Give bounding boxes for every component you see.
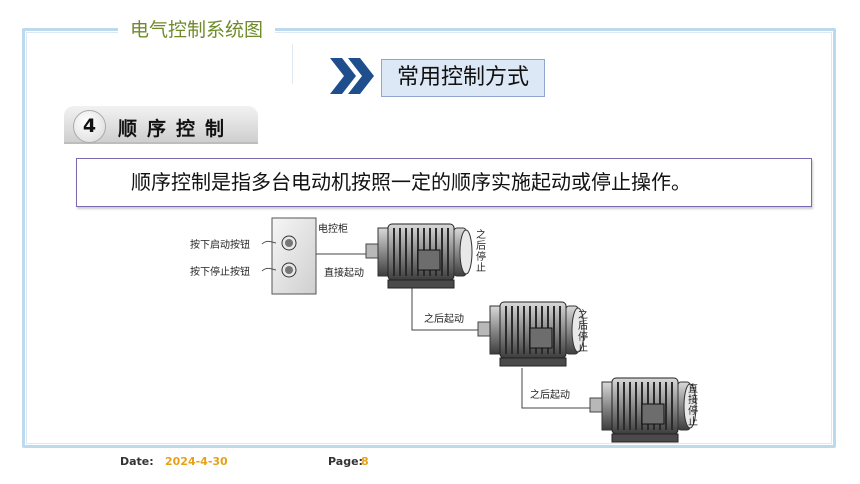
slide-title: 电气控制系统图 [118,16,276,44]
label-press-stop: 按下停止按钮 [190,265,250,278]
motor-1 [365,223,473,289]
label-cabinet: 电控柜 [318,222,348,235]
svg-text:直: 直 [688,382,698,395]
section-title: 顺序控制 [118,118,235,140]
footer-date-value: 2024-4-30 [165,455,228,468]
svg-text:停: 停 [578,330,588,343]
footer-page-value: 8 [361,455,369,468]
svg-text:之: 之 [578,308,588,321]
slide-frame-inner [26,32,832,444]
section-number: 4 [73,110,106,143]
svg-text:止: 止 [476,262,486,274]
svg-text:停: 停 [476,250,486,263]
divider [292,44,293,84]
note-text: 顺序控制是指多台电动机按照一定的顺序实施起动或停止操作。 [131,170,691,194]
footer-date-label: Date: [120,455,154,468]
label-stop-after-2: 之 后 停 止 [578,308,588,354]
svg-text:后: 后 [578,320,588,332]
label-stop-after-1: 之 后 停 止 [476,228,486,274]
sequence-control-diagram: 按下启动按钮 按下停止按钮 电控柜 直接起动 之后起动 之后起动 之 后 停 止… [190,217,698,443]
label-then-start-1: 之后起动 [424,312,464,325]
label-direct-start: 直接起动 [324,266,364,279]
heading-box: 常用控制方式 [381,59,545,97]
svg-text:停: 停 [688,404,698,417]
note-box: 顺序控制是指多台电动机按照一定的顺序实施起动或停止操作。 [76,158,812,207]
svg-text:之: 之 [476,228,486,241]
svg-text:接: 接 [688,393,698,406]
double-chevron-right-icon [330,58,374,94]
footer-page-label: Page: [328,455,363,468]
motor-2 [477,301,585,367]
label-press-start: 按下启动按钮 [190,238,250,251]
label-stop-direct: 直 接 停 止 [688,382,698,428]
svg-text:后: 后 [476,240,486,252]
svg-text:止: 止 [688,416,698,428]
svg-text:止: 止 [578,342,588,354]
slide-frame [22,28,836,448]
label-then-start-2: 之后起动 [530,388,570,401]
motor-3 [589,377,697,443]
